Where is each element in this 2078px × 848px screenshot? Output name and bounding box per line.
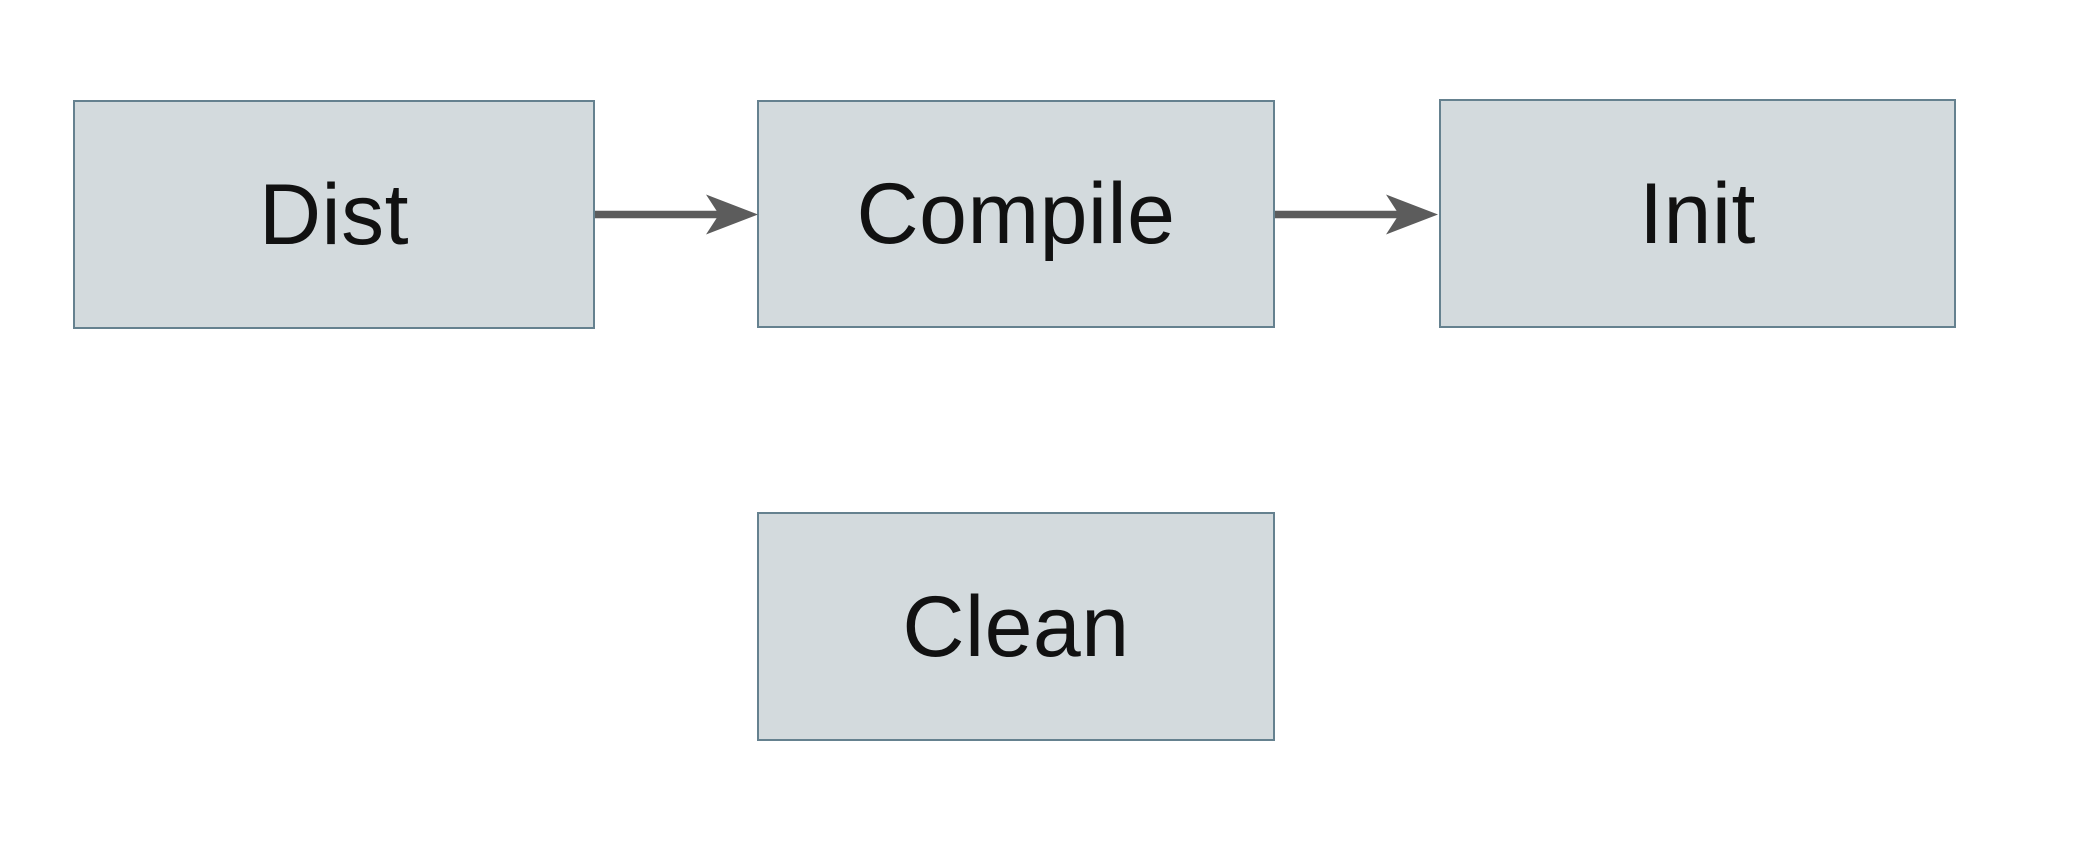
node-dist-label: Dist bbox=[258, 166, 410, 263]
node-clean[interactable]: Clean bbox=[757, 512, 1275, 741]
node-compile-label: Compile bbox=[856, 166, 1176, 262]
node-dist[interactable]: Dist bbox=[73, 100, 595, 329]
node-init[interactable]: Init bbox=[1439, 99, 1956, 328]
node-clean-label: Clean bbox=[902, 578, 1130, 675]
arrow-dist-to-compile[interactable] bbox=[595, 194, 758, 235]
arrow-compile-to-init[interactable] bbox=[1275, 194, 1438, 235]
node-init-label: Init bbox=[1639, 165, 1756, 262]
node-compile[interactable]: Compile bbox=[757, 100, 1275, 328]
